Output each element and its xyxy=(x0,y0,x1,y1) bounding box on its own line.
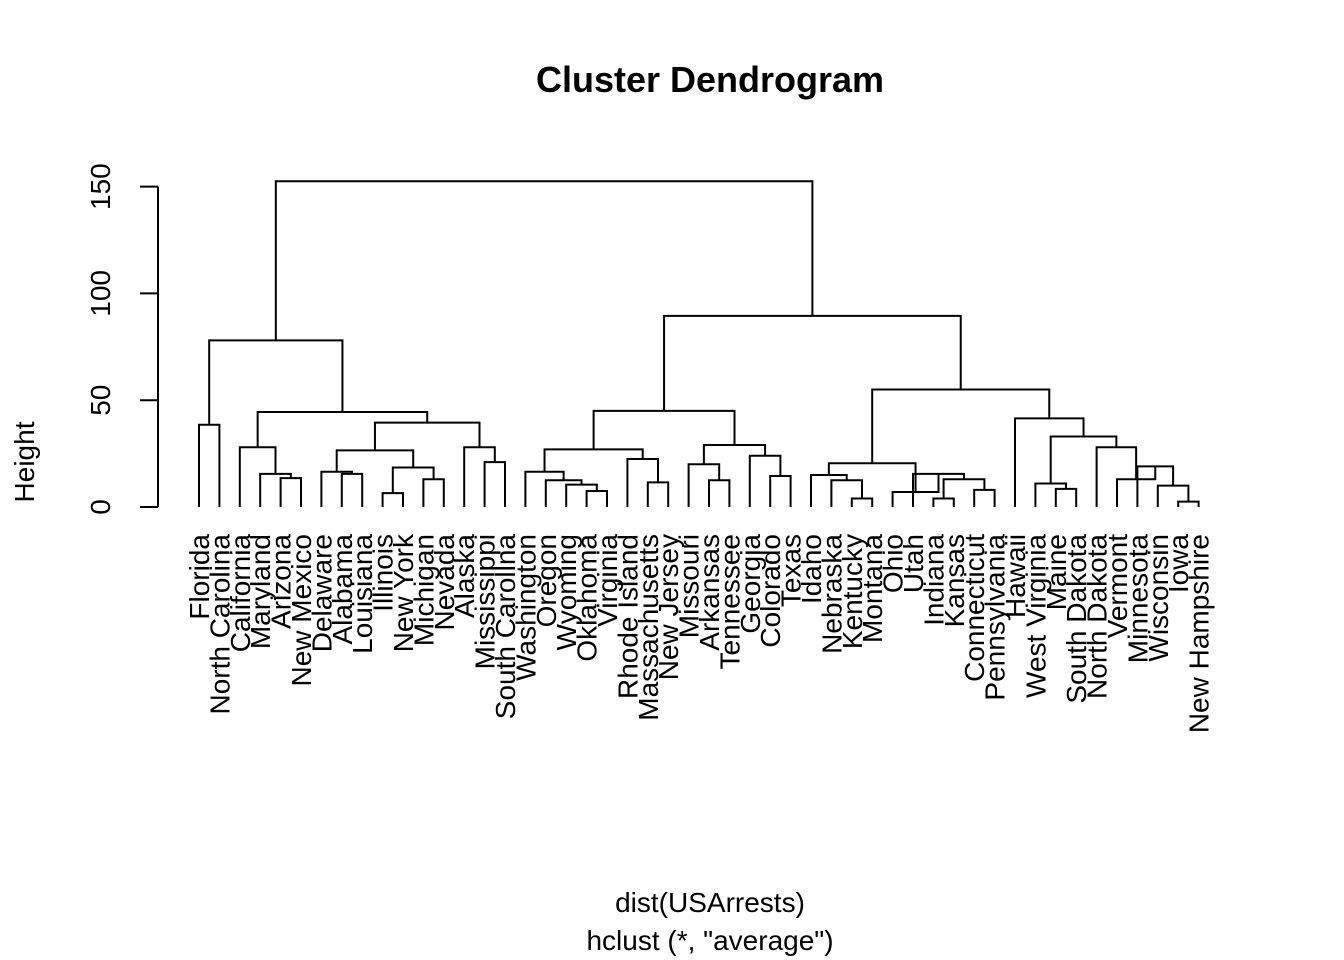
leaf-label: Nebraska xyxy=(816,534,847,654)
dendrogram-merge-45 xyxy=(1049,435,1118,484)
leaf-label: Oklahoma xyxy=(572,534,603,662)
leaf-label: North Carolina xyxy=(204,534,235,715)
chart-title: Cluster Dendrogram xyxy=(536,59,884,100)
x-axis-sublabel: hclust (*, "average") xyxy=(586,925,833,956)
leaf-label: Kansas xyxy=(939,534,970,627)
leaf-label: Virginia xyxy=(592,534,623,627)
dendrogram-merge-11 xyxy=(483,461,506,507)
leaf-label: Tennessee xyxy=(714,534,745,669)
leaf-label: Ohio xyxy=(878,534,909,593)
dendrogram-merge-37 xyxy=(827,462,917,493)
dendrogram-merge-23 xyxy=(708,479,731,507)
leaf-label: Wyoming xyxy=(551,534,582,650)
leaf-label: Georgia xyxy=(735,534,766,634)
leaf-label: Texas xyxy=(776,534,807,607)
dendrogram-merge-8 xyxy=(422,478,445,507)
y-tick-label: 150 xyxy=(85,163,116,210)
leaf-label: Connecticut xyxy=(959,534,990,682)
leaf-label: Rhode Island xyxy=(612,534,643,699)
dendrogram-merge-47 xyxy=(871,388,1051,464)
leaf-label: Minnesota xyxy=(1122,534,1153,664)
dendrogram-merge-48 xyxy=(663,314,962,411)
dendrogram-merge-12 xyxy=(463,446,496,507)
y-tick-label: 100 xyxy=(85,270,116,317)
leaf-label: Arizona xyxy=(266,534,297,629)
leaf-label: Hawaii xyxy=(1000,534,1031,618)
leaf-label: Utah xyxy=(898,534,929,593)
dendrogram-merge-39 xyxy=(1034,482,1067,507)
leaf-label: Alaska xyxy=(449,534,480,618)
dendrogram-merge-38 xyxy=(1054,487,1078,507)
dendrogram-merge-30 xyxy=(830,479,863,507)
leaf-label: Wisconsin xyxy=(1143,534,1174,662)
y-axis-label: Height xyxy=(9,421,40,502)
dendrogram-merge-27 xyxy=(702,444,767,465)
dendrogram-merge-40 xyxy=(1177,500,1200,507)
y-tick-label: 50 xyxy=(85,385,116,416)
leaf-label: Delaware xyxy=(306,534,337,652)
leaf-label: Florida xyxy=(184,534,215,620)
dendrogram-merge-4 xyxy=(238,446,277,507)
dendrogram-merge-46 xyxy=(1014,417,1085,507)
x-axis-label: dist(USArrests) xyxy=(615,887,805,918)
dendrogram-merge-14 xyxy=(256,410,429,448)
dendrogram-merge-28 xyxy=(592,409,736,450)
dendrogram-merge-33 xyxy=(973,488,996,507)
dendrogram-merge-26 xyxy=(748,454,782,507)
leaf-label: Illinois xyxy=(368,534,399,612)
dendrogram-merge-16 xyxy=(585,489,608,507)
dendrogram-merge-25 xyxy=(769,475,792,507)
leaf-label: Nevada xyxy=(429,534,460,631)
leaf-label: North Dakota xyxy=(1082,534,1113,699)
leaf-label: New Hampshire xyxy=(1184,534,1215,733)
leaf-label: South Dakota xyxy=(1061,534,1092,704)
dendrogram-merge-49 xyxy=(274,180,814,341)
dendrogram-merge-9 xyxy=(391,466,435,494)
leaf-label: Idaho xyxy=(796,534,827,604)
leaf-label: Colorado xyxy=(755,534,786,648)
leaf-label: Massachusetts xyxy=(633,534,664,721)
leaf-label: Missouri xyxy=(674,534,705,638)
leaf-label: Kentucky xyxy=(837,534,868,649)
leaf-label: Louisiana xyxy=(347,534,378,654)
leaf-label: Oregon xyxy=(531,534,562,627)
leaf-label: Pennsylvania xyxy=(980,534,1011,701)
dendrogram-merge-1 xyxy=(198,423,221,507)
dendrogram-merge-6 xyxy=(320,470,353,507)
leaf-label: Maine xyxy=(1041,534,1072,610)
leaf-label: Michigan xyxy=(408,534,439,646)
dendrogram-merge-32 xyxy=(932,497,955,507)
dendrogram-merge-29 xyxy=(850,497,874,507)
dendrogram-merge-41 xyxy=(1156,484,1190,507)
leaf-label: New Mexico xyxy=(286,534,317,686)
leaf-label: Vermont xyxy=(1102,534,1133,638)
dendrogram-merge-10 xyxy=(335,449,415,472)
dendrogram-merge-34 xyxy=(942,478,986,499)
y-tick-label: 0 xyxy=(85,499,116,515)
leaf-label: New Jersey xyxy=(653,534,684,680)
dendrogram-merge-7 xyxy=(381,492,404,507)
dendrogram-merge-24 xyxy=(687,463,721,507)
leaf-label: California xyxy=(225,534,256,653)
dendrogram-tree xyxy=(198,180,1200,507)
leaf-label: West Virginia xyxy=(1020,534,1051,698)
dendrogram-merge-5 xyxy=(340,472,364,507)
leaf-label: Indiana xyxy=(918,534,949,626)
dendrogram-merge-20 xyxy=(646,481,670,507)
dendrogram-merge-19 xyxy=(524,470,565,507)
leaf-label: New York xyxy=(388,533,419,652)
leaf-label: Washington xyxy=(510,534,541,681)
leaf-label: Alabama xyxy=(327,534,358,645)
leaf-label: Maryland xyxy=(245,534,276,649)
y-axis: 0 50 100 150 xyxy=(85,163,159,515)
dendrogram-merge-2 xyxy=(279,477,302,507)
leaf-label: Mississippi xyxy=(470,534,501,669)
leaf-label: Arkansas xyxy=(694,534,725,651)
leaf-label: Iowa xyxy=(1163,534,1194,594)
leaf-label: South Carolina xyxy=(490,534,521,720)
dendrogram-merge-17 xyxy=(565,483,598,507)
leaf-label: Montana xyxy=(857,534,888,643)
